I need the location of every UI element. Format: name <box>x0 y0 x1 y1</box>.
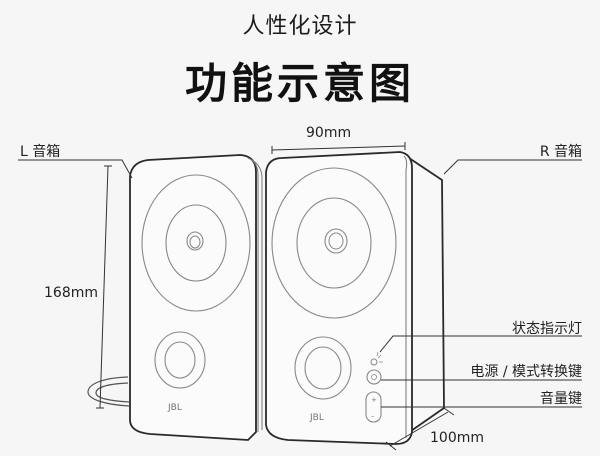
diagram-subtitle: 人性化设计 <box>242 14 358 39</box>
width-dimension: 90mm <box>306 125 352 141</box>
left-speaker-label: L 音箱 <box>20 144 61 160</box>
right-speaker-label: R 音箱 <box>539 144 582 160</box>
depth-dimension: 100mm <box>430 430 484 446</box>
power-mode-key-label: 电源 / 模式转换键 <box>470 364 582 380</box>
svg-text:–: – <box>371 412 375 420</box>
height-dimension: 168mm <box>44 285 98 301</box>
left-speaker <box>129 154 263 441</box>
right-jbl-logo: JBL <box>309 413 324 423</box>
right-speaker: + – <box>265 151 445 445</box>
leader-lines <box>18 159 582 408</box>
left-jbl-logo: JBL <box>167 403 182 413</box>
svg-text:+: + <box>371 396 377 404</box>
status-light-label: 状态指示灯 <box>512 321 582 337</box>
cable <box>87 376 131 407</box>
diagram-title: 功能示意图 <box>184 59 415 108</box>
dimension-lines <box>96 142 455 451</box>
volume-key-label: 音量键 <box>540 391 582 407</box>
